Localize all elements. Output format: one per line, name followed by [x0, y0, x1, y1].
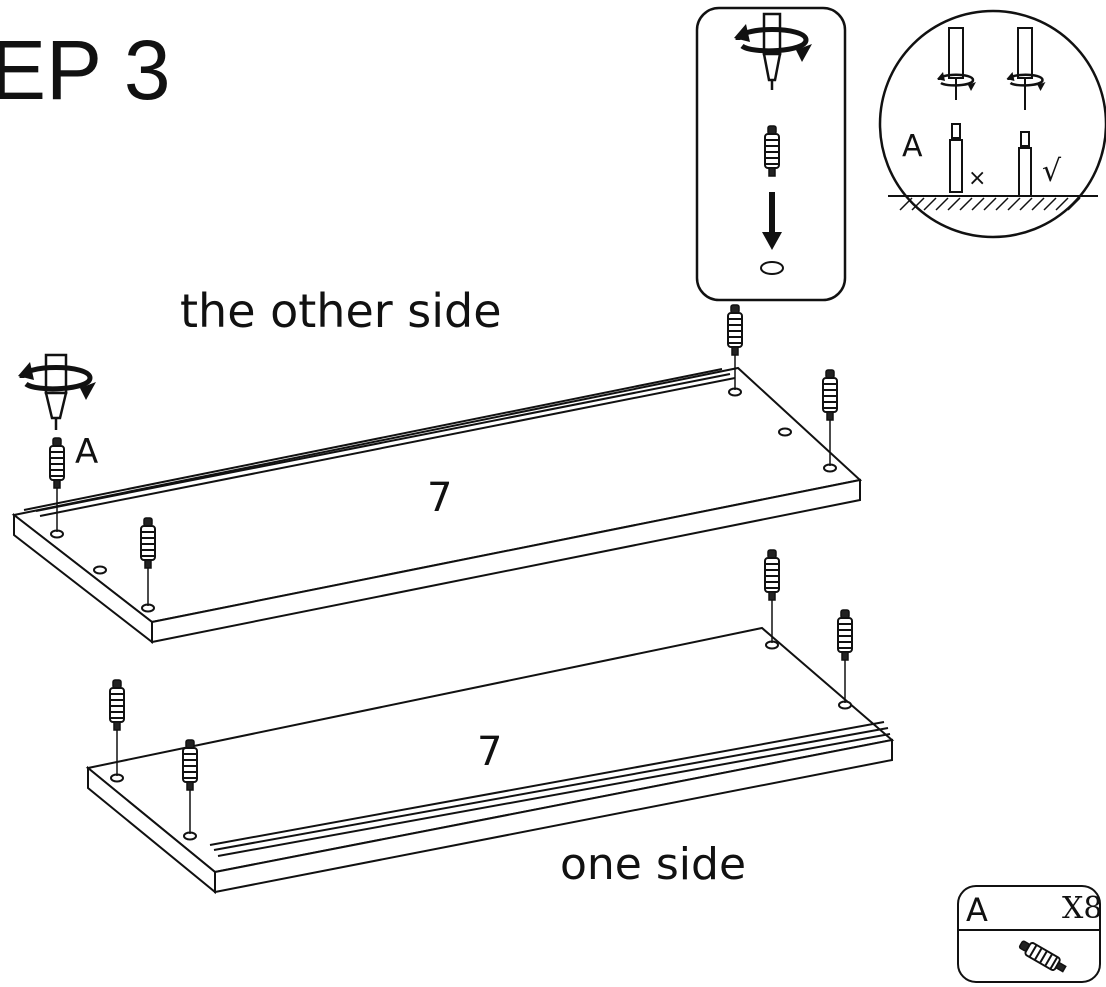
parts-badge — [957, 885, 1101, 983]
panel-bottom — [85, 626, 895, 895]
detail-letter: A — [902, 129, 923, 164]
detail-box-install — [695, 6, 847, 302]
dowel-screw-icon — [764, 125, 780, 177]
down-arrow-icon — [762, 192, 782, 250]
panel-top — [11, 366, 863, 645]
panel-bottom-number: 7 — [477, 729, 503, 775]
step-title: EP 3 — [0, 23, 171, 117]
badge-quantity: X8 — [1062, 891, 1103, 926]
label-one-side: one side — [560, 839, 747, 890]
dowels-top — [49, 304, 838, 606]
dowels-bottom — [109, 549, 853, 834]
hole-icon — [760, 261, 784, 275]
panel-top-number: 7 — [427, 475, 453, 521]
right-mark: √ — [1042, 154, 1062, 189]
label-other-side: the other side — [180, 284, 502, 338]
badge-letter: A — [966, 891, 988, 929]
detail-circle-depth — [878, 9, 1106, 239]
wrong-mark: × — [968, 166, 987, 191]
dowel-letter: A — [75, 432, 99, 472]
screwdriver-icon — [44, 353, 68, 430]
screwdriver-icon — [762, 12, 782, 90]
